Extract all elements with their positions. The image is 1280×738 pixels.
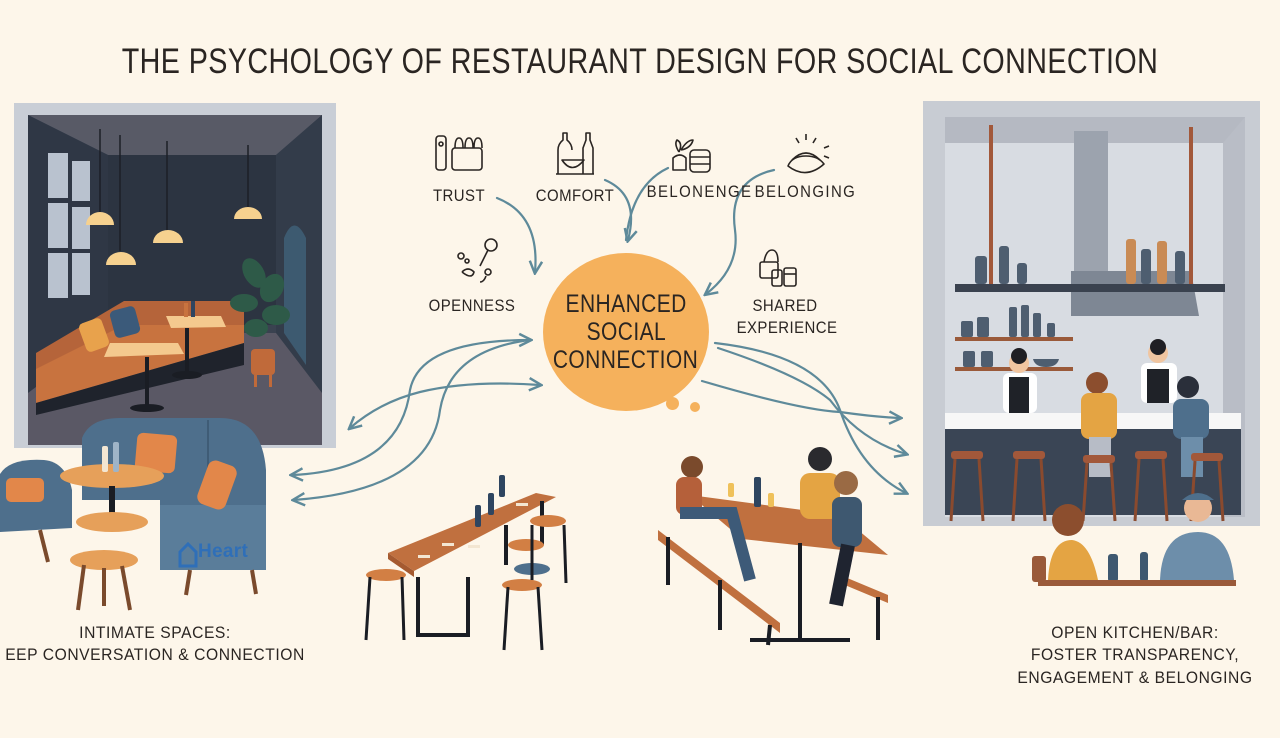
intimate-spaces-caption: INTIMATE SPACES: EEP CONVERSATION & CONN… [3, 622, 307, 667]
open-kitchen-caption-line1: OPEN KITCHEN/BAR: [1051, 623, 1219, 642]
factor-belonenge-label: BELONENGE [646, 182, 753, 201]
sun-bowl-icon [787, 134, 830, 174]
open-kitchen-caption: OPEN KITCHEN/BAR: FOSTER TRANSPARENCY, E… [1002, 622, 1269, 689]
open-kitchen-caption-line3: ENGAGEMENT & BELONGING [1017, 667, 1253, 687]
bottles-bowl-icon [556, 132, 594, 175]
open-tools-icon [457, 238, 498, 283]
plant-jar-icon [672, 139, 711, 173]
factor-shared-label: SHARED [752, 296, 818, 315]
factor-openness-label: OPENNESS [428, 296, 516, 315]
intimate-space-illustration [14, 103, 336, 448]
factor-comfort-label: COMFORT [535, 186, 615, 205]
people-bench-table-illustration [650, 445, 890, 646]
hub-bubble-dot-2 [690, 402, 700, 412]
enhanced-social-connection-hub: ENHANCED SOCIAL CONNECTION [543, 253, 709, 411]
intimate-spaces-caption-line1: INTIMATE SPACES: [79, 623, 231, 642]
factor-belonging-label: BELONGING [754, 182, 857, 201]
page-title: THE PSYCHOLOGY OF RESTAURANT DESIGN FOR … [121, 42, 1159, 81]
shared-dishes-icon [759, 249, 797, 287]
hub-line-3: CONNECTION [553, 346, 699, 374]
key-lock-icon [435, 135, 483, 171]
communal-table-stools-illustration [356, 465, 596, 655]
factor-trust-label: TRUST [432, 186, 486, 205]
hub-line-2: SOCIAL [586, 318, 666, 346]
couple-dining-illustration [1030, 480, 1240, 590]
heart-watermark-logo [178, 541, 198, 568]
open-kitchen-bar-illustration [923, 101, 1260, 526]
factor-experience-label: EXPERIENCE [736, 318, 838, 337]
intimate-spaces-caption-line2: EEP CONVERSATION & CONNECTION [5, 645, 305, 665]
hub-bubble-dot-1 [666, 397, 679, 410]
watermark-text: Heart [198, 541, 249, 562]
lounge-seating-illustration: Heart [0, 410, 290, 620]
open-kitchen-caption-line2: FOSTER TRANSPARENCY, [1030, 645, 1240, 665]
hub-line-1: ENHANCED [565, 290, 687, 318]
